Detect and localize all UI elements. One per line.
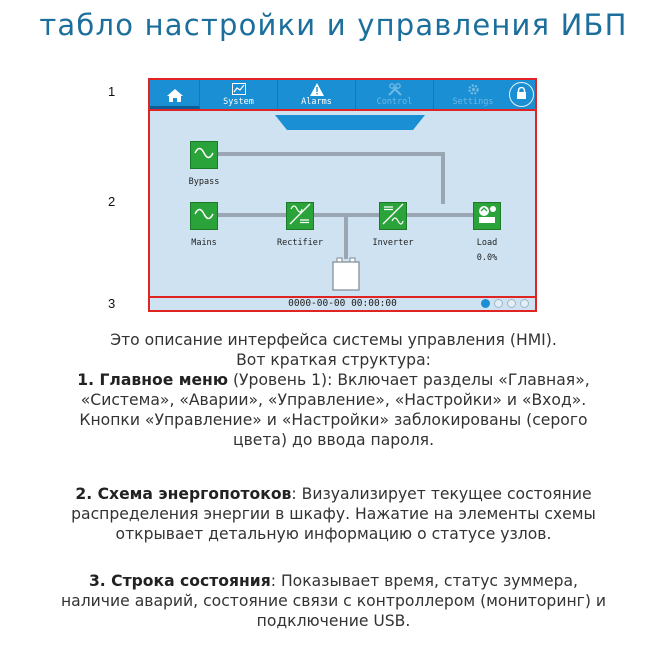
tab-home[interactable] (150, 80, 200, 109)
power-flow-diagram: Bypass Mains Rectifier Inverter Load 0.0… (150, 109, 535, 296)
inverter-node[interactable] (379, 202, 407, 230)
alarm-status-icon (494, 299, 503, 308)
item1-line-1: 1. Главное меню (Уровень 1): Включает ра… (20, 370, 647, 390)
item3-text-1: : Показывает время, статус зуммера, (270, 572, 579, 590)
description-item2: 2. Схема энергопотоков: Визуализирует те… (20, 484, 647, 544)
item2-line-3: открывает детальную информацию о статусе… (115, 525, 552, 543)
item2-text-1: : Визуализирует текущее состояние (291, 485, 592, 503)
item1-line-3: Кнопки «Управление» и «Настройки» заблок… (79, 411, 588, 429)
load-label: Load (476, 238, 498, 248)
warning-icon (278, 82, 355, 96)
item3-line-3: подключение USB. (256, 612, 411, 630)
buzzer-icon (481, 299, 490, 308)
load-value: 0.0% (476, 253, 498, 263)
home-icon (150, 88, 199, 102)
bypass-node[interactable] (190, 141, 218, 169)
page-indicator (275, 115, 425, 130)
intro-line-1: Это описание интерфейса системы управлен… (110, 331, 557, 349)
rectifier-label: Rectifier (276, 238, 324, 248)
dc-ac-icon (381, 202, 405, 231)
mains-label: Mains (191, 238, 217, 248)
item2-line-2: распределения энергии в шкафу. Нажатие н… (71, 505, 596, 523)
load-icon (475, 203, 499, 230)
tab-settings-label: Settings (452, 97, 494, 107)
login-button[interactable] (509, 82, 534, 107)
description-item3: 3. Строка состояния: Показывает время, с… (20, 571, 647, 631)
usb-icon (520, 299, 529, 308)
status-icons (481, 299, 529, 308)
item1-line-4: цвета) до ввода пароля. (232, 431, 435, 449)
tab-alarms[interactable]: Alarms (278, 80, 356, 109)
item1-title: 1. Главное меню (77, 371, 228, 389)
power-flow-lines (218, 115, 473, 259)
battery-node[interactable] (332, 257, 360, 291)
battery-icon (332, 257, 360, 295)
section-number-3: 3 (108, 296, 116, 311)
bypass-label: Bypass (188, 177, 220, 187)
item3-line-1: 3. Строка состояния: Показывает время, с… (20, 571, 647, 591)
page-title: табло настройки и управления ИБП (39, 8, 628, 42)
item1-text-1: (Уровень 1): Включает разделы «Главная», (228, 371, 590, 389)
main-menu: System Alarms Control Settings (150, 80, 535, 109)
diagram-highlight (148, 109, 537, 298)
rectifier-node[interactable] (286, 202, 314, 230)
item2-title: 2. Схема энергопотоков (75, 485, 292, 503)
item2-line-1: 2. Схема энергопотоков: Визуализирует те… (20, 484, 647, 504)
tab-system-label: System (223, 97, 254, 107)
mains-node[interactable] (190, 202, 218, 230)
tab-control[interactable]: Control (356, 80, 434, 109)
item3-title: 3. Строка состояния (88, 572, 271, 590)
status-highlight (148, 296, 537, 312)
monitoring-icon (507, 299, 516, 308)
inverter-label: Inverter (372, 238, 414, 248)
gear-icon (434, 82, 512, 96)
chart-icon (200, 82, 277, 96)
tab-control-label: Control (376, 97, 413, 107)
section-number-1: 1 (108, 84, 116, 99)
tab-settings[interactable]: Settings (434, 80, 512, 109)
status-time: 0000-00-00 00:00:00 (288, 298, 397, 309)
section-number-2: 2 (108, 194, 116, 209)
tab-alarms-label: Alarms (301, 97, 332, 107)
menu-highlight (148, 78, 537, 111)
intro-line-2: Вот краткая структура: (236, 351, 431, 369)
ac-dc-icon (288, 202, 312, 231)
load-node[interactable] (473, 202, 501, 230)
lock-icon (516, 86, 527, 104)
tab-system[interactable]: System (200, 80, 278, 109)
item3-line-2: наличие аварий, состояние связи с контро… (60, 592, 607, 610)
sine-icon (194, 207, 214, 225)
sine-icon (194, 146, 214, 164)
description-intro: Это описание интерфейса системы управлен… (20, 330, 647, 450)
item1-line-2: «Система», «Аварии», «Управление», «Наст… (80, 391, 587, 409)
tools-icon (356, 82, 433, 96)
